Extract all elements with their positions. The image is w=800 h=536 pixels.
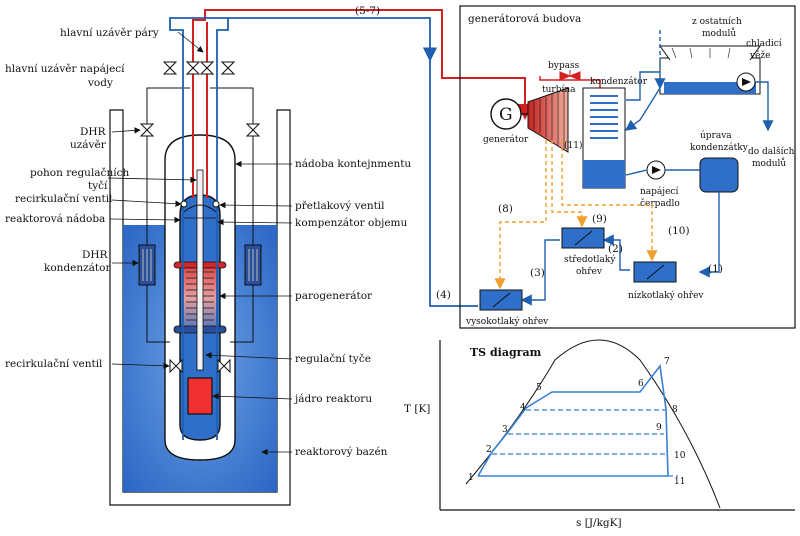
ts-p3: 3 (502, 425, 508, 435)
ts-p10: 10 (674, 451, 686, 461)
ts-p4: 4 (520, 403, 526, 413)
control-rods (196, 169, 204, 371)
condensate-2: kondenzátky (690, 142, 749, 153)
condensate-treatment: úprava kondenzátky (690, 130, 749, 193)
condenser: kondenzátor (582, 76, 648, 189)
cooling-pump-icon (736, 72, 756, 92)
to-modules-1: do dalších (748, 146, 795, 157)
ts-p2: 2 (486, 445, 492, 455)
num-11: (11) (564, 140, 582, 151)
main-steam-valve[interactable] (185, 61, 215, 75)
label-modules-4: (4) (436, 289, 451, 301)
feedwater-valve[interactable] (162, 61, 236, 75)
recirc-valve-bottom[interactable] (169, 358, 231, 374)
label-steam-generator: parogenerátor (295, 290, 373, 302)
num-1: (1) (708, 263, 723, 275)
num-8: (8) (498, 203, 513, 215)
num-9: (9) (592, 213, 607, 225)
ts-p6: 6 (638, 379, 644, 389)
reactor-core (187, 377, 213, 415)
label-pressurizer: kompenzátor objemu (295, 217, 407, 229)
dhr-valve-left[interactable] (139, 123, 155, 137)
label-recirc-valve-bottom: recirkulační ventil (5, 357, 103, 370)
ts-p1: 1 (468, 473, 474, 483)
label-pool: reaktorový bazén (295, 445, 388, 458)
ts-diagram: TS diagram T [K] s [J/kgK] 1 2 3 4 5 6 7… (404, 339, 795, 529)
dhr-condenser-left (138, 244, 156, 286)
turbine: bypass turbína (11) (527, 61, 582, 153)
label-control-rods: regulační tyče (295, 352, 371, 365)
pressurizer (183, 204, 217, 219)
generator-label: generátor (483, 134, 529, 145)
label-dhr-valve-2: uzávěr (70, 139, 107, 151)
condenser-label: kondenzátor (590, 76, 648, 87)
ts-p9: 9 (656, 423, 662, 433)
high-heater: vysokotlaký ohřev (465, 316, 549, 327)
feed-pump-icon: napájecí čerpadlo (640, 160, 680, 209)
label-rod-drive-2: tyčí (88, 179, 108, 192)
label-main-steam-valve: hlavní uzávěr páry (60, 27, 159, 39)
ts-p7: 7 (664, 357, 670, 367)
pump-2: čerpadlo (640, 198, 680, 209)
mid-heater-2: ohřev (576, 266, 603, 277)
low-pressure-heater: nízkotlaký ohřev (628, 261, 704, 301)
right-labels: nádoba kontejnmentu přetlakový ventil ko… (293, 5, 451, 458)
label-dhr-condenser-1: DHR (82, 249, 109, 261)
mid-heater-1: středotlaký (564, 254, 616, 265)
label-reactor-vessel: reaktorová nádoba (5, 213, 105, 225)
label-modules-57: (5-7) (355, 5, 380, 17)
label-feedwater-valve-1: hlavní uzávěr napájecí (5, 63, 125, 75)
dhr-condenser-right (244, 244, 262, 286)
heater-numbers: (1) (2) (3) (8) (9) (10) (498, 203, 723, 279)
num-2: (2) (608, 243, 623, 255)
ts-p11: 11 (674, 477, 685, 487)
num-10: (10) (668, 225, 690, 237)
left-labels: hlavní uzávěr páry hlavní uzávěr napájec… (5, 27, 159, 370)
cooling-towers-1: chladicí (746, 38, 782, 49)
label-recirc-valve-top: recirkulační ventil (15, 192, 113, 205)
dhr-piping (146, 87, 254, 343)
ts-xlabel: s [J/kgK] (576, 517, 622, 529)
main-steam-line (192, 9, 533, 198)
bypass-label: bypass (548, 61, 580, 71)
mid-pressure-heater: středotlaký ohřev (561, 227, 616, 277)
dhr-valve-right[interactable] (245, 123, 261, 137)
turbine-label: turbína (542, 84, 576, 95)
label-relief-valve: přetlakový ventil (295, 199, 385, 212)
label-rod-drive-1: pohon regulačních (30, 166, 129, 179)
to-modules-2: modulů (752, 157, 786, 169)
ts-p8: 8 (672, 405, 678, 415)
label-feedwater-valve-2: vody (87, 77, 113, 89)
from-modules-1: z ostatních (692, 16, 742, 27)
num-3: (3) (530, 267, 545, 279)
ts-p5: 5 (536, 383, 542, 393)
ts-title: TS diagram (470, 346, 542, 359)
label-dhr-valve-1: DHR (80, 126, 107, 138)
from-modules-2: modulů (702, 27, 736, 39)
high-pressure-heater: vysokotlaký ohřev (465, 289, 549, 327)
label-core: jádro reaktoru (293, 393, 372, 405)
ts-ylabel: T [K] (404, 403, 430, 415)
generator-building: generátorová budova (459, 5, 796, 329)
label-dhr-condenser-2: kondenzátor (44, 262, 111, 274)
low-heater: nízkotlaký ohřev (628, 290, 704, 301)
condensate-1: úprava (700, 130, 732, 141)
feedwater-line (169, 17, 478, 440)
building-title: generátorová budova (468, 13, 581, 25)
generator-symbol: G (499, 105, 513, 125)
pump-1: napájecí (640, 186, 678, 197)
cooling-towers-2: věže (749, 50, 770, 61)
label-containment: nádoba kontejnmentu (295, 158, 411, 170)
generator: G generátor (483, 98, 529, 145)
bypass-valve[interactable] (539, 70, 601, 92)
